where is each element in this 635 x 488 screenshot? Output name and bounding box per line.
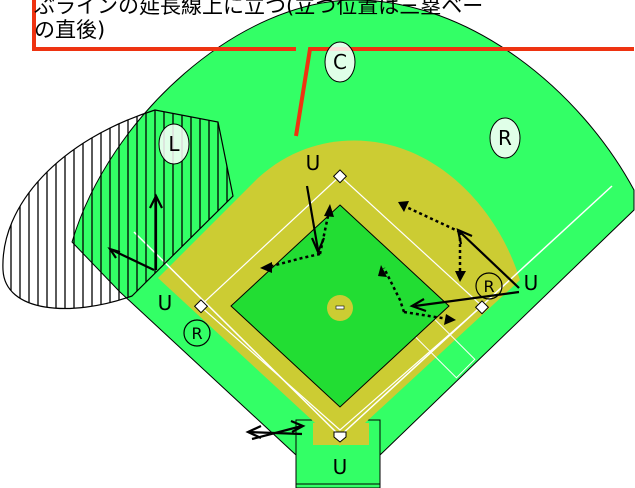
label-umpire-second: U (306, 151, 321, 175)
label-runner-third: R (191, 324, 202, 343)
first-base (474, 300, 490, 315)
callout-line-2: の直後) (34, 18, 106, 42)
label-center-fielder: C (333, 50, 347, 74)
dotted-arrows (271, 203, 462, 321)
fielder-left-circle (158, 123, 190, 165)
third-base (193, 299, 209, 314)
dotted-arrow-heads (260, 201, 466, 325)
runner-third-circle (183, 319, 211, 347)
label-runner-first: R (483, 277, 494, 296)
fielder-center-circle (324, 41, 356, 83)
label-umpire-home: U (333, 455, 348, 479)
fielder-right-circle (489, 117, 521, 159)
label-umpire-first: U (524, 271, 539, 295)
foul-line-left (133, 231, 341, 437)
callout-line-1: ぶラインの延長線上に立つ(立つ位置は三塁ベー (34, 0, 484, 18)
pitchers-plate (335, 305, 345, 310)
callout-text: ぶラインの延長線上に立つ(立つ位置は三塁ベー の直後) (34, 0, 634, 42)
callout-pointer (294, 47, 634, 137)
label-umpire-third: U (158, 291, 173, 315)
callout-box (32, 0, 296, 51)
label-left-fielder: L (168, 132, 180, 156)
home-plate (333, 431, 347, 443)
runner-first-circle (475, 272, 503, 300)
second-base (332, 169, 348, 184)
label-right-fielder: R (498, 126, 512, 150)
